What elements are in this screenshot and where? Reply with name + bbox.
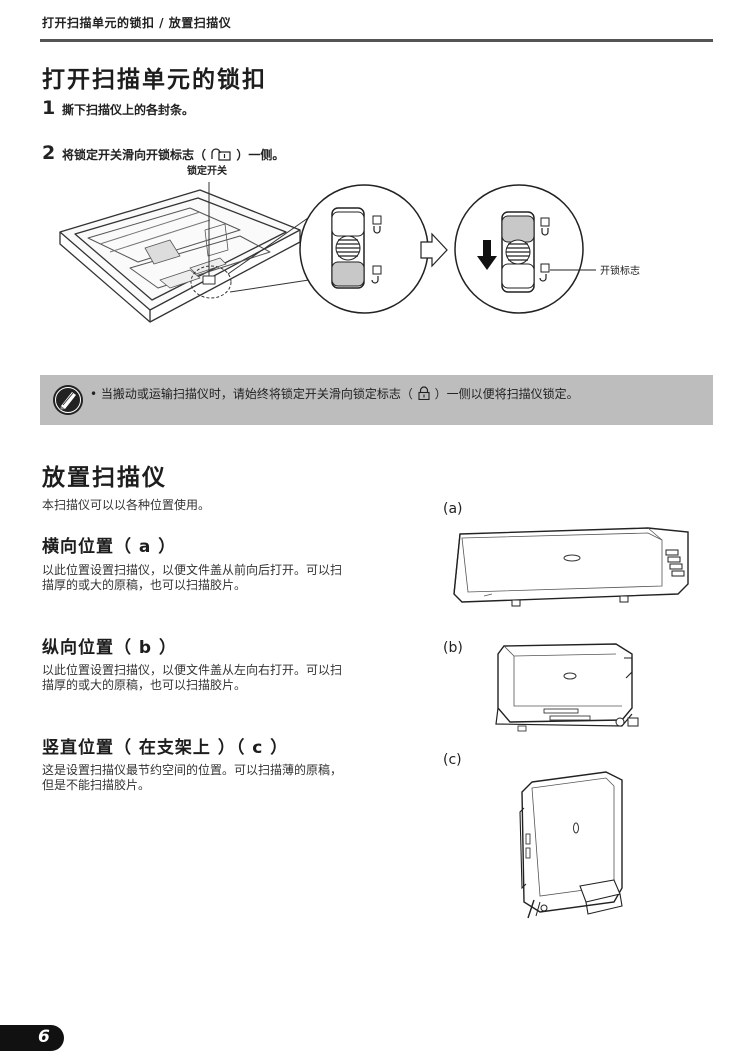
- callout-unlock-mark: 开锁标志: [600, 264, 640, 277]
- unlock-mark-icon: [211, 148, 231, 161]
- scanner-illustration: [59, 189, 301, 323]
- heading-horizontal-position: 横向位置（ a ）: [42, 537, 177, 557]
- note-text-before: 当搬动或运输扫描仪时，请始终将锁定开关滑向锁定标志（: [100, 387, 413, 401]
- placement-intro: 本扫描仪可以以各种位置使用。: [42, 498, 211, 512]
- section-title-unlock: 打开扫描单元的锁扣: [42, 67, 267, 93]
- transition-arrow-icon: [420, 232, 448, 268]
- note-text-after: ）一侧以便将扫描仪锁定。: [434, 387, 579, 401]
- note-text: • 当搬动或运输扫描仪时，请始终将锁定开关滑向锁定标志（ ）一侧以便将扫描仪锁定…: [90, 385, 579, 402]
- header-divider: [40, 39, 713, 42]
- scanner-vertical-illustration: [495, 643, 639, 732]
- lock-switch-highlight: [190, 265, 232, 299]
- description-line: 这是设置扫描仪最节约空间的位置。可以扫描薄的原稿，: [42, 763, 343, 777]
- heading-vertical-position: 纵向位置（ b ）: [42, 638, 178, 658]
- note-box: [40, 375, 713, 425]
- callout-lock-switch: 锁定开关: [187, 164, 227, 177]
- description-line: 以此位置设置扫描仪，以便文件盖从前向后打开。可以扫: [42, 563, 343, 577]
- step-text: 撕下扫描仪上的各封条。: [62, 103, 195, 117]
- description-line: 但是不能扫描胶片。: [42, 778, 151, 792]
- page-number-tab: [0, 1025, 64, 1051]
- description-line: 描厚的或大的原稿，也可以扫描胶片。: [42, 678, 247, 692]
- note-bullet: •: [90, 387, 98, 401]
- horizontal-position-description: 以此位置设置扫描仪，以便文件盖从前向后打开。可以扫 描厚的或大的原稿，也可以扫描…: [42, 563, 342, 593]
- step-text: 将锁定开关滑向开锁标志（ ）一侧。: [62, 146, 284, 163]
- description-line: 描厚的或大的原稿，也可以扫描胶片。: [42, 578, 247, 592]
- figure-label-a: (a): [443, 501, 463, 517]
- breadcrumb: 打开扫描单元的锁扣 / 放置扫描仪: [42, 16, 232, 30]
- scanner-horizontal-illustration: [453, 527, 689, 607]
- step-number: 2: [42, 142, 56, 164]
- scanner-upright-illustration: [519, 771, 623, 919]
- step-text-after: ）一侧。: [236, 148, 285, 162]
- upright-position-description: 这是设置扫描仪最节约空间的位置。可以扫描薄的原稿， 但是不能扫描胶片。: [42, 763, 342, 793]
- page-number: 6: [38, 1027, 50, 1047]
- figure-label-c: (c): [443, 752, 462, 768]
- pencil-note-icon: [53, 385, 83, 415]
- lock-mark-icon: [418, 386, 430, 401]
- step-text-before: 将锁定开关滑向开锁标志（: [62, 148, 207, 162]
- step-number: 1: [42, 97, 56, 119]
- description-line: 以此位置设置扫描仪，以便文件盖从左向右打开。可以扫: [42, 663, 343, 677]
- magnified-switch-locked: [299, 184, 429, 314]
- vertical-position-description: 以此位置设置扫描仪，以便文件盖从左向右打开。可以扫 描厚的或大的原稿，也可以扫描…: [42, 663, 342, 693]
- slide-down-arrow-icon: [477, 240, 497, 270]
- figure-label-b: (b): [443, 640, 463, 656]
- magnified-switch-unlocked: [454, 184, 584, 314]
- unlock-diagram: 锁定开关: [59, 164, 640, 323]
- heading-upright-position: 竖直位置（ 在支架上 ）（ c ）: [42, 738, 289, 758]
- section-title-placement: 放置扫描仪: [42, 465, 167, 491]
